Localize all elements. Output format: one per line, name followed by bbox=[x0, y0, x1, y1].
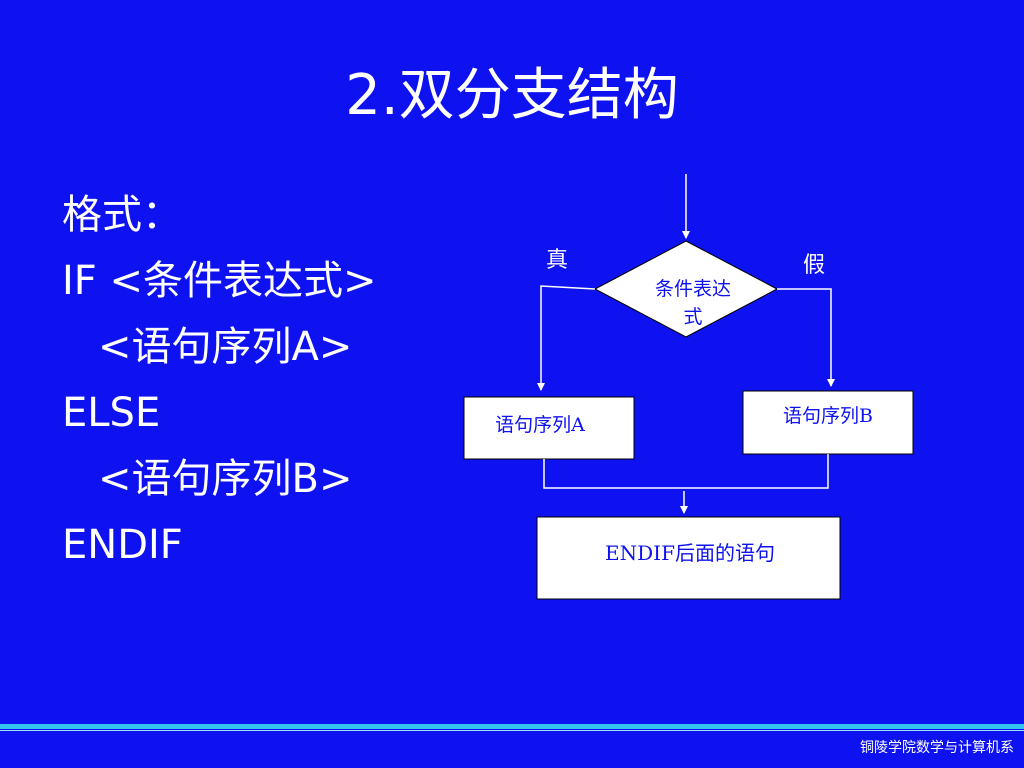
true-branch-line bbox=[537, 285, 596, 391]
slide-title: 2.双分支结构 bbox=[345, 63, 679, 128]
false-label: 假 bbox=[803, 253, 825, 278]
footer-text: 铜陵学院数学与计算机系 bbox=[860, 740, 1014, 756]
endif-box bbox=[536, 516, 841, 600]
condition-text-line2: 式 bbox=[683, 306, 702, 328]
statements-a-box bbox=[463, 396, 635, 460]
footer-bar bbox=[0, 724, 1024, 729]
condition-text-line1: 条件表达 bbox=[655, 278, 731, 300]
statements-a-text: 语句序列A bbox=[495, 414, 585, 436]
syntax-line-else: ELSE bbox=[62, 390, 161, 436]
true-label: 真 bbox=[546, 248, 568, 273]
syntax-block: 格式： IF <条件表达式> <语句序列A> ELSE <语句序列B> ENDI… bbox=[62, 182, 377, 578]
statements-b-text: 语句序列B bbox=[783, 405, 873, 427]
footer-bar-thin bbox=[0, 730, 1024, 731]
endif-box-text: ENDIF后面的语句 bbox=[605, 541, 775, 565]
syntax-line-endif: ENDIF bbox=[62, 522, 183, 568]
condition-diamond bbox=[593, 240, 779, 338]
merge-line bbox=[543, 454, 829, 489]
statements-b-box bbox=[742, 390, 914, 455]
syntax-line-statements-b: <语句序列B> bbox=[98, 456, 353, 502]
syntax-line-if: IF <条件表达式> bbox=[62, 258, 377, 304]
false-branch-line bbox=[777, 288, 835, 387]
syntax-line-format: 格式： bbox=[62, 192, 182, 238]
syntax-line-statements-a: <语句序列A> bbox=[98, 324, 353, 370]
